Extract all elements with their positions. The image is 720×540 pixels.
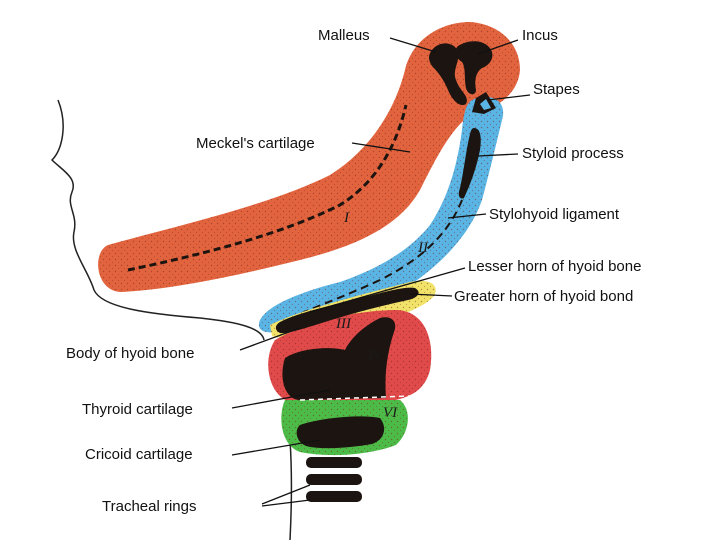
label-stapes: Stapes xyxy=(533,81,580,98)
arch-2-region xyxy=(258,96,504,333)
thyroid-cartilage-shape xyxy=(282,317,396,400)
arch-1-region xyxy=(98,22,520,292)
arch-division-line xyxy=(299,395,411,401)
incus-shape xyxy=(455,41,493,95)
tracheal-ring xyxy=(306,474,362,485)
label-lesser-horn: Lesser horn of hyoid bone xyxy=(468,258,641,275)
malleus-shape xyxy=(429,43,467,106)
label-stylohyoid-ligament: Stylohyoid ligament xyxy=(489,206,620,223)
cartilage-structures xyxy=(275,41,496,502)
arch-numeral-1: I xyxy=(343,210,350,226)
leader-lines xyxy=(231,37,531,507)
label-styloid-process: Styloid process xyxy=(522,145,624,162)
label-incus: Incus xyxy=(522,27,558,44)
tracheal-ring xyxy=(306,491,362,502)
arch-numeral-3: III xyxy=(335,316,352,332)
label-tracheal-rings: Tracheal rings xyxy=(102,498,196,515)
arch-numeral-2: II xyxy=(417,240,429,256)
arch-numeral-4: IV xyxy=(367,348,384,364)
hyoid-shape xyxy=(275,287,419,334)
label-body-of-hyoid: Body of hyoid bone xyxy=(66,345,194,362)
label-meckels-cartilage: Meckel's cartilage xyxy=(196,135,315,152)
tracheal-ring xyxy=(306,457,362,468)
label-malleus: Malleus xyxy=(318,27,370,44)
label-cricoid-cartilage: Cricoid cartilage xyxy=(85,446,193,463)
neck-outline xyxy=(289,439,293,540)
label-greater-horn: Greater horn of hyoid bond xyxy=(454,288,633,305)
head-profile-outline xyxy=(50,99,265,341)
arch-numeral-6: VI xyxy=(383,405,398,421)
stylohyoid-ligament-line xyxy=(299,199,463,315)
styloid-process-shape xyxy=(458,128,481,199)
meckels-cartilage-line xyxy=(127,104,408,272)
label-thyroid-cartilage: Thyroid cartilage xyxy=(82,401,193,418)
